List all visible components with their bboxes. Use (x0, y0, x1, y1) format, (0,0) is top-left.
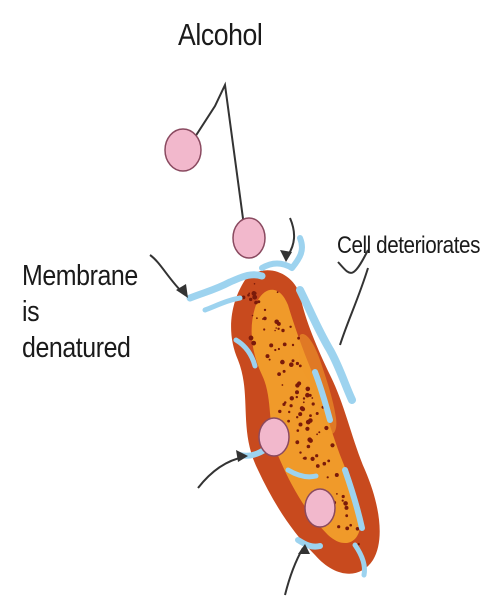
cell-speckle (295, 440, 299, 444)
cell-speckle (247, 294, 250, 297)
alcohol-label: Alcohol (178, 17, 262, 53)
cell-speckle (343, 501, 348, 506)
cell-speckle (262, 318, 264, 320)
cell-speckle (282, 384, 284, 386)
cell-speckle (303, 397, 305, 399)
cell-speckle (249, 336, 254, 341)
cell-speckle (252, 291, 257, 296)
cell-speckle (300, 412, 302, 414)
alcohol-molecule-4 (305, 489, 335, 527)
cell-speckle (292, 344, 294, 346)
cell-speckle (349, 524, 352, 527)
cell-speckle (316, 433, 318, 435)
cell-speckle (335, 473, 339, 477)
cell-speckle (251, 341, 256, 346)
cell-speckle (330, 443, 334, 447)
cell-speckle (342, 495, 345, 498)
cell-speckle (277, 372, 281, 376)
cell-speckle (299, 451, 301, 453)
cell-speckle (263, 328, 265, 330)
cell-speckle (295, 390, 299, 394)
cell-speckle (311, 457, 315, 461)
cell-speckle (327, 460, 330, 463)
cell-speckle (296, 362, 299, 365)
alcohol-pointer-lines (195, 85, 244, 226)
cell-speckle (269, 359, 271, 361)
alcohol-molecule-3 (259, 418, 289, 456)
cell-speckle (254, 283, 256, 285)
cell-speckle (307, 445, 311, 449)
membrane-label-line-2: is (22, 294, 138, 330)
cell-speckle (316, 412, 319, 415)
cell-speckle (289, 362, 294, 367)
cell-speckle (315, 454, 318, 457)
cell-speckle (356, 527, 360, 531)
cell-speckle (284, 401, 287, 404)
cell-speckle (266, 354, 270, 358)
cell-speckle (281, 329, 284, 332)
cell-speckle (299, 423, 303, 427)
cell-speckle (297, 337, 300, 340)
cell-speckle (303, 401, 305, 403)
cell-speckle (290, 404, 293, 407)
membrane-label-line-1: Membrane (22, 258, 138, 294)
cell-speckle (289, 326, 291, 328)
cell-speckle (311, 397, 313, 399)
cell-speckle (280, 360, 285, 365)
cell-speckle (345, 527, 349, 531)
cell-speckle (308, 418, 313, 423)
cell-speckle (275, 327, 277, 329)
cell-speckle (345, 514, 348, 517)
cell-speckle (254, 301, 258, 305)
cell-speckle (342, 500, 344, 502)
alcohol-molecule-1 (165, 129, 201, 171)
cell-speckle (327, 476, 329, 478)
cell-speckle (318, 431, 320, 433)
membrane-denatured-label: Membrane is denatured (22, 258, 138, 366)
cell-speckle (309, 439, 313, 443)
cell-speckle (303, 457, 305, 459)
cell-speckle (278, 348, 280, 350)
cell-speckle (324, 426, 328, 430)
cell-speckle (252, 315, 254, 317)
cell-speckle (297, 381, 301, 385)
cell-speckle (336, 493, 338, 495)
cell-speckle (269, 343, 273, 347)
cell-deteriorates-label: Cell deteriorates (337, 232, 480, 260)
cell-speckle (249, 298, 252, 301)
cell-speckle (257, 300, 260, 303)
cell-speckle (256, 317, 258, 319)
cell-speckle (263, 317, 267, 321)
cell-speckle (316, 464, 320, 468)
cell-speckle (287, 420, 290, 423)
cell-speckle (297, 429, 300, 432)
cell-speckle (274, 330, 276, 332)
cell-speckle (277, 328, 279, 330)
cell-speckle (301, 407, 305, 411)
cell-speckle (299, 365, 302, 368)
cell-speckle (274, 320, 279, 325)
cell-speckle (288, 411, 290, 413)
cell-speckle (307, 427, 309, 429)
cell-speckle (292, 359, 295, 362)
cell-speckle (278, 410, 281, 413)
cell-speckle (296, 416, 298, 418)
cell-speckle (264, 309, 266, 311)
cell-speckle (306, 387, 311, 392)
alcohol-molecule-2 (233, 218, 265, 258)
membrane-label-line-3: denatured (22, 330, 138, 366)
cell-speckle (323, 462, 327, 466)
cell-speckle (290, 396, 294, 400)
cell-speckle (345, 506, 349, 510)
cell-speckle (296, 396, 298, 398)
cell-speckle (283, 343, 287, 347)
cell-speckle (305, 393, 310, 398)
cell-speckle (274, 349, 276, 351)
cell-speckle (277, 291, 279, 293)
cell-speckle (337, 525, 340, 528)
cell-speckle (309, 414, 312, 417)
cell-speckle (283, 370, 286, 373)
cell-speckle (312, 402, 315, 405)
